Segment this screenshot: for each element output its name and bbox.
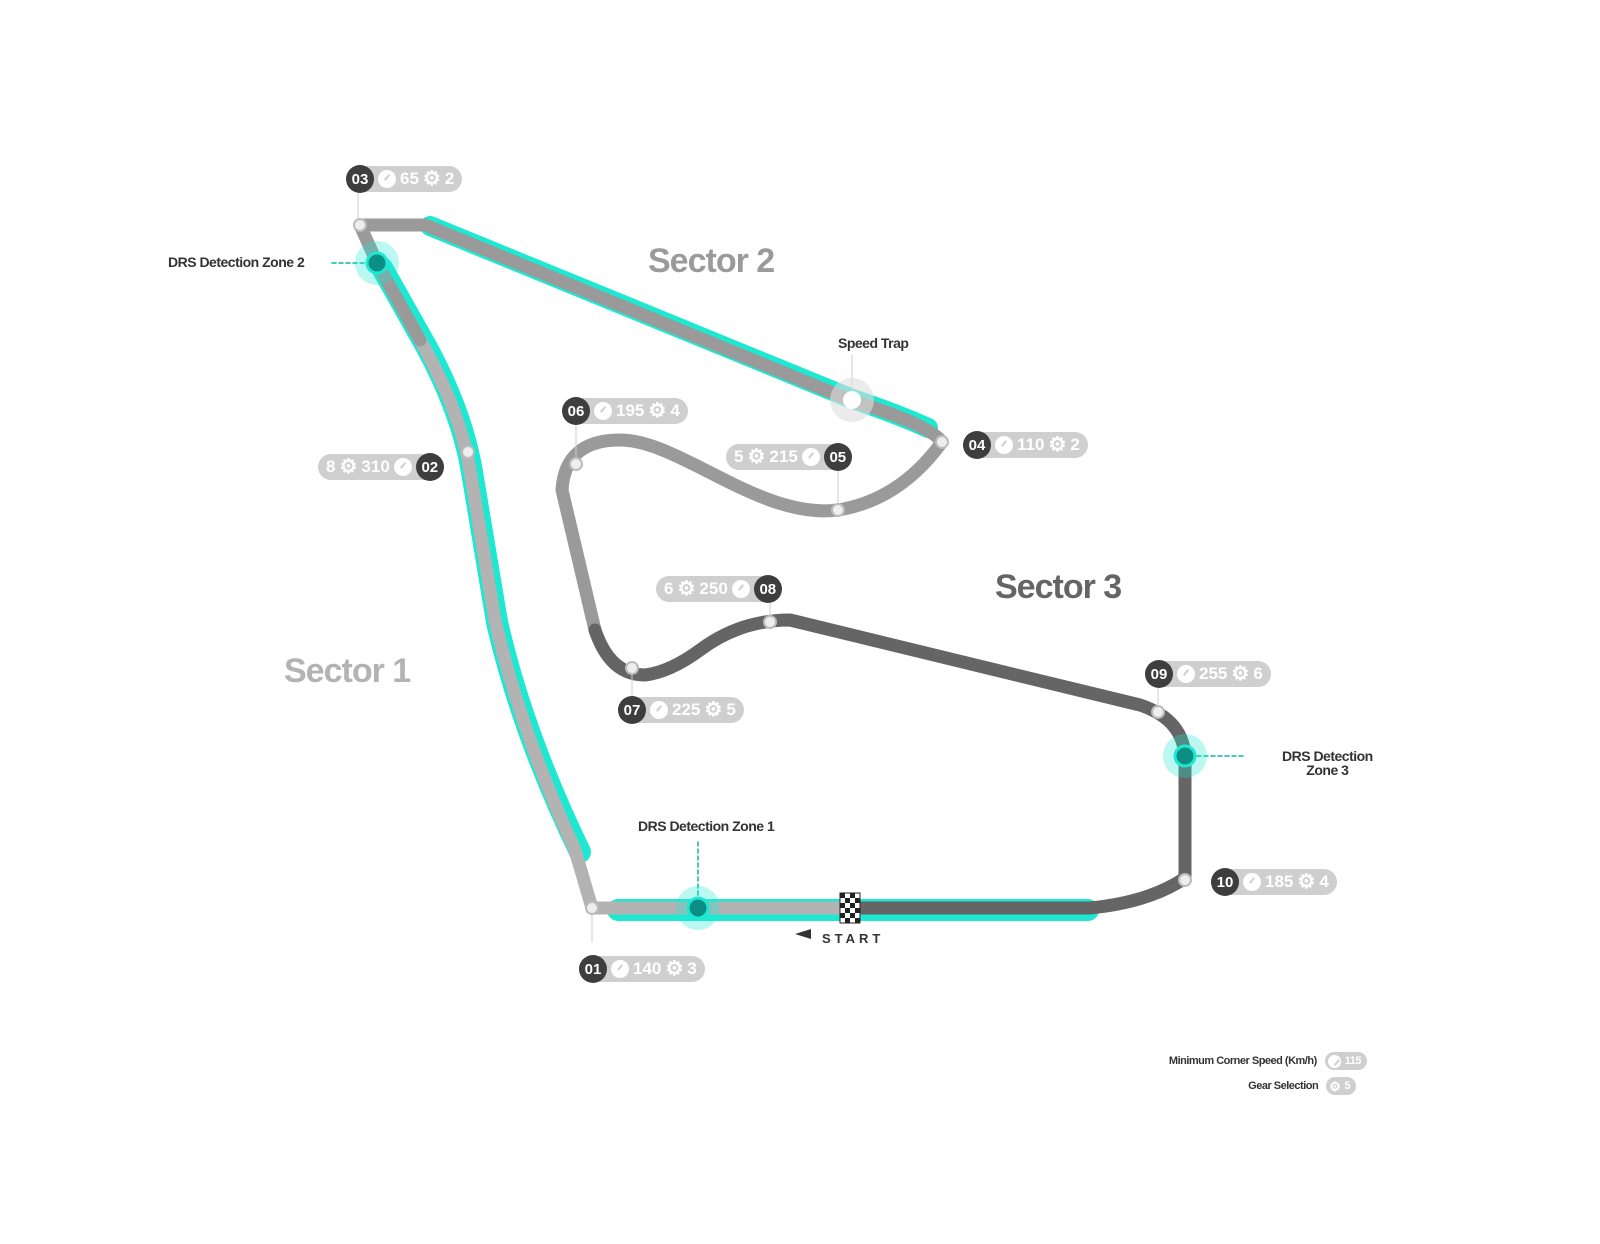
gear-icon: ⚙ <box>422 168 441 190</box>
corner-number: 02 <box>415 453 444 481</box>
drs-zone-3-label: DRS Detection Zone 3 <box>1282 749 1373 777</box>
corner-speed: 250 <box>699 579 728 598</box>
corner-03-info: 03 65⚙2 <box>346 165 463 193</box>
finish-line-flag-icon <box>839 892 861 924</box>
drs-zone-3-line1: DRS Detection <box>1282 748 1373 764</box>
legend-speed: Minimum Corner Speed (Km/h) 115 <box>1169 1052 1367 1070</box>
gauge-icon <box>1327 1054 1341 1068</box>
corner-number: 09 <box>1145 660 1173 688</box>
corner-speed: 185 <box>1265 872 1294 891</box>
legend-gear-pill: ⚙5 <box>1326 1077 1356 1095</box>
drs-detection-markers <box>355 241 1207 930</box>
start-arrow-icon <box>795 929 811 939</box>
corner-06-info: 06 195⚙4 <box>562 397 688 425</box>
gear-icon: ⚙ <box>1231 663 1250 685</box>
gauge-icon <box>594 402 612 420</box>
track-sector-1 <box>413 333 847 915</box>
corner-number: 08 <box>753 575 782 603</box>
corner-speed: 140 <box>633 959 662 978</box>
legend-gear: Gear Selection ⚙5 <box>1248 1077 1356 1095</box>
corner-speed: 65 <box>400 169 419 188</box>
legend-speed-value: 115 <box>1344 1055 1362 1067</box>
drs-zone-1-label: DRS Detection Zone 1 <box>638 818 775 834</box>
legend-speed-label: Minimum Corner Speed (Km/h) <box>1168 1055 1317 1067</box>
corner-08-info: 08 250⚙6 <box>656 575 782 603</box>
corner-speed: 110 <box>1017 435 1045 454</box>
gear-icon: ⚙ <box>1297 871 1316 893</box>
corner-gear: 4 <box>670 401 680 420</box>
start-label: START <box>822 931 885 946</box>
corner-number: 05 <box>823 443 852 471</box>
corner-04-info: 04 110⚙2 <box>963 431 1088 459</box>
gauge-icon <box>650 701 668 719</box>
corner-01-info: 01 140⚙3 <box>579 955 705 983</box>
gauge-icon <box>1177 665 1195 683</box>
corner-gear: 3 <box>687 959 697 978</box>
corner-speed: 310 <box>361 457 390 476</box>
gear-icon: ⚙ <box>665 958 684 980</box>
corner-gear: 5 <box>726 700 736 719</box>
legend-gear-value: 5 <box>1344 1080 1350 1092</box>
track-sector-2 <box>353 218 949 637</box>
corner-number: 06 <box>562 397 590 425</box>
speed-trap-label: Speed Trap <box>838 335 909 351</box>
corner-gear: 6 <box>664 579 674 598</box>
gauge-icon <box>393 458 412 476</box>
gear-icon: ⚙ <box>747 446 766 468</box>
sector-3-label: Sector 3 <box>995 568 1122 606</box>
corner-speed: 195 <box>616 401 645 420</box>
corner-speed: 225 <box>672 700 701 719</box>
corner-09-info: 09 255⚙6 <box>1145 660 1271 688</box>
gear-icon: ⚙ <box>339 456 358 478</box>
sector-2-label: Sector 2 <box>648 242 775 280</box>
corner-speed: 255 <box>1199 664 1228 683</box>
corner-number: 01 <box>579 955 607 983</box>
gear-icon: ⚙ <box>704 699 723 721</box>
gear-icon: ⚙ <box>677 578 696 600</box>
legend-gear-label: Gear Selection <box>1248 1080 1319 1092</box>
corner-gear: 6 <box>1253 664 1263 683</box>
speed-trap-marker <box>830 378 874 422</box>
corner-05-info: 05 215⚙5 <box>726 443 852 471</box>
corner-gear: 2 <box>444 169 455 188</box>
corner-number: 04 <box>963 431 991 459</box>
gauge-icon <box>731 580 750 598</box>
gauge-icon <box>1243 873 1261 891</box>
corner-markers <box>353 218 1192 915</box>
corner-gear: 2 <box>1070 435 1080 454</box>
corner-10-info: 10 185⚙4 <box>1211 868 1337 896</box>
sector-1-label: Sector 1 <box>284 652 411 690</box>
gear-icon: ⚙ <box>1329 1078 1341 1094</box>
gauge-icon <box>801 448 820 466</box>
corner-number: 07 <box>618 696 646 724</box>
gauge-icon <box>995 436 1013 454</box>
gear-icon: ⚙ <box>648 400 667 422</box>
corner-gear: 8 <box>326 457 336 476</box>
track-sector-3 <box>588 613 1192 915</box>
drs-zone-3-line2: Zone 3 <box>1306 762 1349 778</box>
corner-number: 03 <box>346 165 374 193</box>
corner-gear: 5 <box>734 447 744 466</box>
corner-number: 10 <box>1211 868 1239 896</box>
corner-speed: 215 <box>769 447 798 466</box>
gauge-icon <box>378 170 396 188</box>
legend-speed-pill: 115 <box>1324 1052 1367 1070</box>
gauge-icon <box>611 960 629 978</box>
corner-07-info: 07 225⚙5 <box>618 696 744 724</box>
gear-icon: ⚙ <box>1048 434 1067 456</box>
drs-zone-2-label: DRS Detection Zone 2 <box>168 254 305 270</box>
corner-gear: 4 <box>1319 872 1329 891</box>
corner-02-info: 02 310⚙8 <box>318 453 444 481</box>
